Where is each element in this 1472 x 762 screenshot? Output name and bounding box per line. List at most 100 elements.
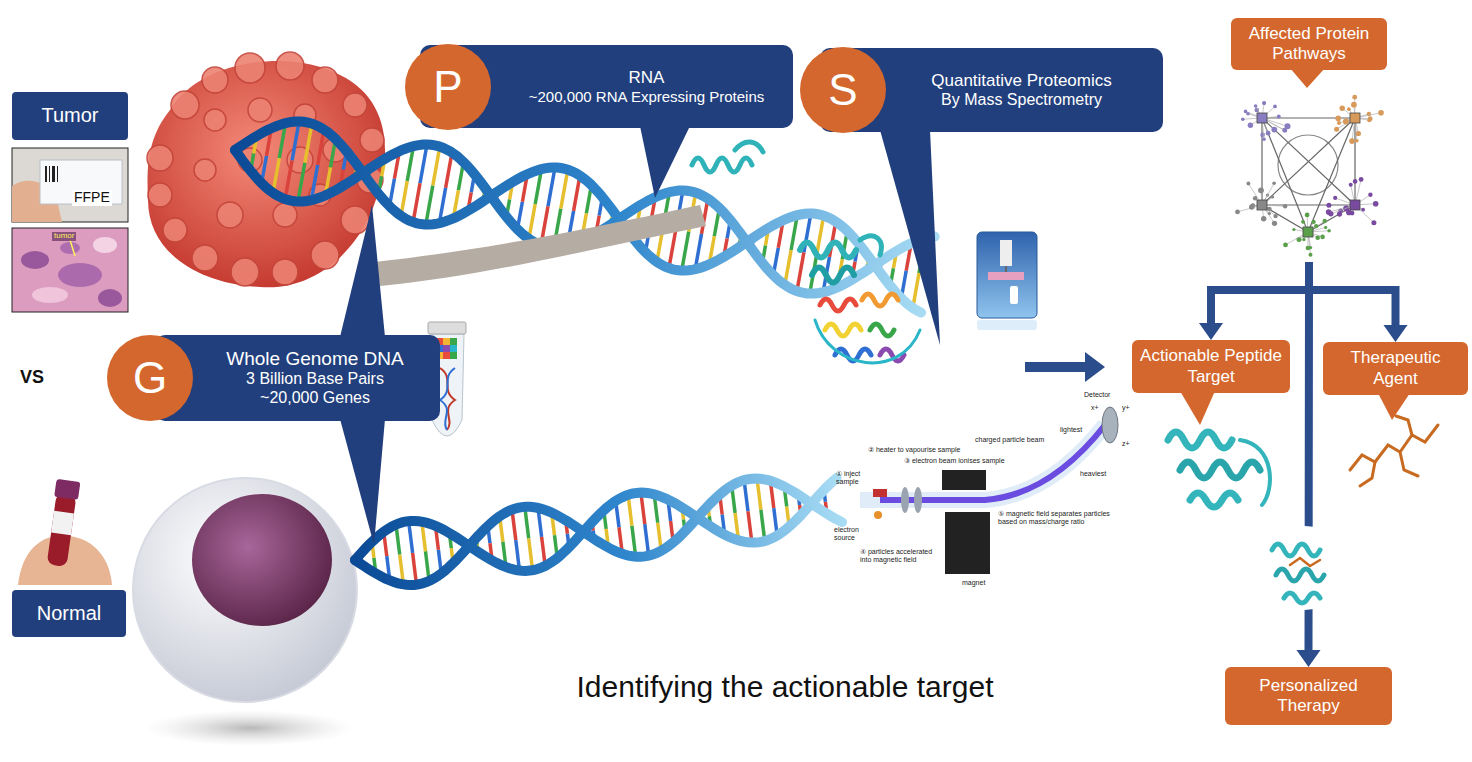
tumor-illustration bbox=[194, 159, 216, 181]
callout-box: Quantitative ProteomicsBy Mass Spectrome… bbox=[820, 48, 1163, 132]
network-dot bbox=[1235, 210, 1240, 215]
dna-strand bbox=[235, 122, 921, 313]
tumor-illustration bbox=[273, 203, 297, 227]
network-dot bbox=[1262, 101, 1266, 105]
network-link bbox=[1262, 204, 1355, 205]
network-dot bbox=[1297, 237, 1302, 242]
base-pair bbox=[817, 216, 824, 255]
mass-spectrometer-schematic bbox=[914, 487, 922, 513]
network-dot bbox=[1283, 243, 1288, 248]
base-pair bbox=[305, 124, 312, 163]
schematic-label: x+ bbox=[1091, 404, 1099, 412]
target-protein bbox=[1240, 440, 1270, 505]
drug-molecule bbox=[1400, 452, 1418, 476]
base-pair bbox=[433, 147, 440, 186]
dna-tube-icon bbox=[443, 338, 450, 345]
network-dot bbox=[1301, 220, 1305, 224]
protein-ribbons bbox=[860, 236, 881, 255]
schematic-label: lightest bbox=[1060, 426, 1082, 434]
tumor-illustration bbox=[312, 67, 338, 93]
tumor-illustration bbox=[248, 98, 272, 122]
box-label: Actionable Peptide Target bbox=[1140, 346, 1282, 386]
network-dot bbox=[1333, 196, 1337, 200]
dna-helix bbox=[355, 478, 842, 585]
normal-cell-illustration bbox=[133, 478, 357, 702]
network-dot bbox=[1323, 219, 1327, 223]
network-dot bbox=[1340, 106, 1345, 111]
network-dot bbox=[1349, 183, 1353, 187]
tumor-illustration bbox=[341, 206, 369, 234]
network-dot bbox=[1351, 102, 1357, 108]
box-label: Personalized Therapy bbox=[1233, 676, 1384, 716]
tumor-illustration bbox=[231, 258, 259, 286]
network-dot bbox=[1251, 204, 1255, 208]
mass-spectrometer-schematic bbox=[860, 425, 1105, 500]
base-pair bbox=[426, 186, 433, 225]
blood-tube-photo bbox=[54, 479, 80, 500]
callout-pointer bbox=[1378, 393, 1410, 420]
pathway-network bbox=[1224, 76, 1406, 262]
schematic-label: electron source bbox=[834, 526, 874, 542]
network-link bbox=[1262, 205, 1308, 232]
normal-cell-illustration bbox=[133, 478, 357, 746]
network-dot bbox=[1312, 220, 1316, 224]
network-dot bbox=[1378, 110, 1384, 116]
schematic-label: ① inject sample bbox=[836, 470, 880, 486]
network-dot bbox=[1262, 138, 1266, 142]
network-link bbox=[1262, 117, 1355, 118]
tumor-illustration bbox=[147, 52, 384, 286]
network-dot bbox=[1260, 133, 1265, 138]
drug-molecule bbox=[1396, 416, 1412, 435]
network-dot bbox=[1349, 138, 1355, 144]
dna-strand bbox=[355, 478, 837, 571]
network-dot bbox=[1246, 112, 1250, 116]
callout-pointer bbox=[340, 419, 385, 545]
network-dot bbox=[1248, 123, 1253, 128]
ffpe-photo bbox=[52, 166, 55, 182]
ffpe-photo bbox=[12, 148, 128, 222]
network-dot bbox=[1315, 235, 1320, 240]
network-dot bbox=[1249, 204, 1254, 209]
schematic-label: Detector bbox=[1084, 391, 1110, 399]
protein-drug-complex bbox=[1263, 526, 1347, 610]
schematic-label: ⑤ magnetic field separates particles bas… bbox=[998, 510, 1110, 526]
dna-tube-icon bbox=[450, 338, 457, 345]
network-dot bbox=[1309, 253, 1313, 257]
pathway-network bbox=[1235, 95, 1384, 257]
network-dot bbox=[1314, 224, 1318, 228]
network-dot bbox=[1320, 235, 1325, 240]
schematic-label: ② heater to vapourise sample bbox=[868, 446, 960, 454]
mass-spec-device-icon bbox=[1005, 266, 1007, 272]
network-link bbox=[1354, 118, 1355, 205]
callout-pointer bbox=[1180, 391, 1215, 425]
network-link bbox=[1308, 205, 1355, 232]
protein-ribbons bbox=[812, 268, 854, 283]
network-dot bbox=[1285, 123, 1291, 129]
network-dot bbox=[1272, 221, 1277, 226]
tumor-illustration bbox=[148, 61, 386, 287]
tumor-illustration bbox=[276, 52, 304, 80]
circle-letter: G bbox=[133, 356, 167, 400]
histology-photo bbox=[32, 287, 68, 303]
arrow-head bbox=[1199, 323, 1223, 340]
network-hub bbox=[1350, 113, 1360, 123]
process-box: Actionable Peptide Target bbox=[1132, 340, 1290, 393]
callout-box: Whole Genome DNA3 Billion Base Pairs~20,… bbox=[155, 335, 440, 421]
histology-photo bbox=[70, 240, 75, 256]
network-dot bbox=[1271, 127, 1277, 133]
mass-spectrometer-schematic bbox=[1102, 407, 1118, 443]
callout-text: By Mass Spectrometry bbox=[941, 91, 1102, 110]
callout-text: Quantitative Proteomics bbox=[931, 71, 1111, 91]
target-protein bbox=[1190, 493, 1238, 507]
mass-spectrometer-schematic bbox=[901, 487, 909, 513]
tumor-illustration bbox=[311, 241, 339, 269]
network-dot bbox=[1371, 220, 1376, 225]
network-link bbox=[1262, 118, 1355, 205]
mass-spectrometer-schematic bbox=[945, 512, 990, 574]
schematic-label: ④ particles accelerated into magnetic fi… bbox=[860, 548, 940, 564]
histology-photo bbox=[98, 289, 122, 307]
sample-label-box: Normal bbox=[12, 590, 126, 637]
mass-spec-device-icon bbox=[977, 232, 1037, 330]
protein-ribbons bbox=[870, 324, 894, 336]
mass-spectrometer-schematic bbox=[880, 425, 1105, 500]
